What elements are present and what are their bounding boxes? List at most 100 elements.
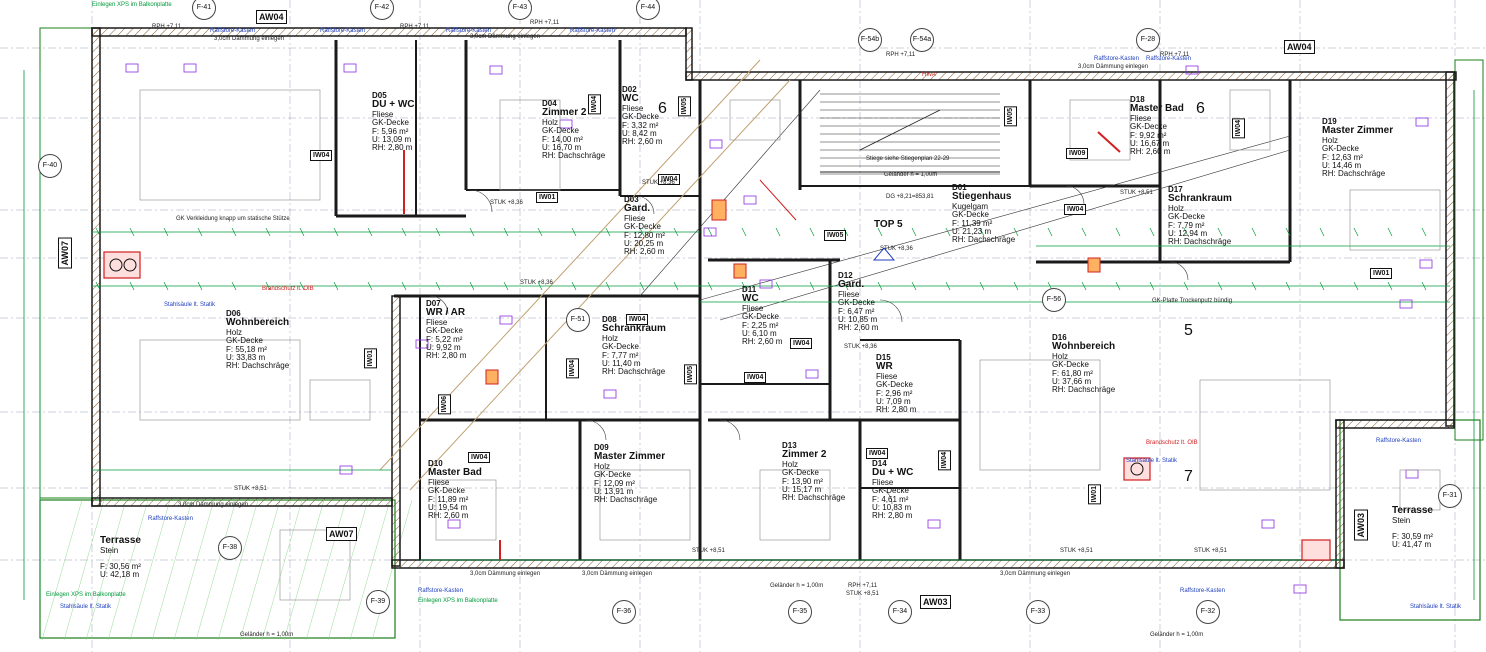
symbol-box-17 xyxy=(1405,469,1419,479)
symbol-box-19 xyxy=(1261,519,1275,529)
dimension-tick xyxy=(95,227,101,237)
dimension-tick xyxy=(95,281,101,291)
furniture-outline-6 xyxy=(979,359,1101,471)
insulation-note-4: 3,0cm Dämmung einlegen xyxy=(178,502,249,508)
terrace-paving-line xyxy=(327,499,369,641)
raffstore-note-1: Raffstore-Kasten xyxy=(210,28,255,34)
symbol-box-22 xyxy=(339,465,353,475)
wall-tag-iw06: IW06 xyxy=(438,394,451,415)
dimension-tick xyxy=(911,227,917,237)
axis-bubble-f43: F-43 xyxy=(508,0,532,20)
dimension-tick xyxy=(1353,227,1359,237)
ext-wall-east xyxy=(1445,71,1455,427)
wall-tag-iw05-b: IW05 xyxy=(824,230,847,241)
dimension-tick xyxy=(1081,281,1087,291)
symbol-box-8 xyxy=(1185,65,1199,75)
dimension-tick xyxy=(809,281,815,291)
dimension-tick xyxy=(571,281,577,291)
wall-tag-aw04-left: AW04 xyxy=(256,10,287,24)
dimension-tick xyxy=(1115,227,1121,237)
stuk-note-5: STUK +8,36 xyxy=(844,344,877,350)
dimension-tick xyxy=(1217,227,1223,237)
terrace-paving-line xyxy=(217,499,259,641)
symbol-box-15 xyxy=(805,369,819,379)
dimension-tick xyxy=(537,227,543,237)
wall-tag-iw04-c: IW04 xyxy=(658,174,681,185)
railing-note-stair: Geländer h = 1,00m xyxy=(884,172,938,178)
wall-tag-iw04-k: IW04 xyxy=(866,448,889,459)
wall-tag-iw04-i: IW04 xyxy=(790,338,813,349)
railing-note-bottom-2: Geländer h = 1,00m xyxy=(770,583,824,589)
raffstore-note-5: Raffstore-Kasten xyxy=(1094,56,1139,62)
dimension-tick xyxy=(775,281,781,291)
dimension-tick xyxy=(571,227,577,237)
insulation-note-5: 3,0cm Dämmung einlegen xyxy=(582,571,653,577)
stair-arrow xyxy=(859,109,941,151)
raffstore-note-6: Raffstore-Kasten xyxy=(1146,56,1191,62)
raffstore-note-3: Raffstore-Kasten xyxy=(446,28,491,34)
door-swing-3 xyxy=(585,419,607,441)
dimension-tick xyxy=(1387,227,1393,237)
terrace-paving-line xyxy=(151,499,193,641)
red-marker-2 xyxy=(1097,131,1121,153)
hwa-note: HWA xyxy=(922,72,936,78)
furniture-outline-13 xyxy=(1069,99,1131,161)
terrace-paving-line xyxy=(239,499,281,641)
stuk-note-6: STUK +8,51 xyxy=(1120,190,1153,196)
dimension-tick xyxy=(1217,281,1223,291)
symbol-box-14 xyxy=(759,279,773,289)
door-swing-6 xyxy=(1065,185,1085,205)
dimension-tick xyxy=(911,281,917,291)
steel-column-note-3: Stahlsäule lt. Statik xyxy=(60,604,112,610)
axis-bubble-f42: F-42 xyxy=(370,0,394,20)
stuk-note-4: STUK +8,36 xyxy=(880,246,913,252)
ext-wall-east-step xyxy=(1335,419,1455,429)
symbol-box-11 xyxy=(415,339,429,349)
axis-bubble-f39: F-39 xyxy=(366,590,390,614)
raffstore-note-9: Raffstore-Kasten xyxy=(1180,588,1225,594)
dimension-tick xyxy=(979,281,985,291)
wall-tag-aw04-right: AW04 xyxy=(1284,40,1315,54)
wall-tag-iw04-g: IW04 xyxy=(566,358,579,379)
unit-label-top5: TOP 5 xyxy=(874,219,903,230)
dimension-tick xyxy=(129,227,135,237)
shaft-core-4 xyxy=(485,369,499,385)
axis-bubble-f31: F-31 xyxy=(1438,484,1462,508)
axis-bubble-f32: F-32 xyxy=(1196,600,1220,624)
rph-note-5: RPH +7,11 xyxy=(1160,52,1190,58)
roof-hip-line-2 xyxy=(409,79,791,491)
symbol-box-9 xyxy=(1415,117,1429,127)
furniture-outline-9 xyxy=(435,479,497,541)
dimension-tick xyxy=(1149,281,1155,291)
level-note: DG +8,21=853,81 xyxy=(886,194,934,200)
dimension-tick xyxy=(1353,281,1359,291)
dimension-tick xyxy=(605,281,611,291)
wall-tag-iw05: IW05 xyxy=(678,96,691,117)
dimension-tick xyxy=(299,227,305,237)
axis-bubble-f54a: F-54a xyxy=(910,28,934,52)
dimension-tick xyxy=(129,281,135,291)
wall-tag-iw01-c: IW01 xyxy=(364,348,377,369)
wall-tag-aw07-bottom: AW07 xyxy=(326,527,357,541)
dimension-tick xyxy=(1081,227,1087,237)
dimension-tick xyxy=(299,281,305,291)
axis-bubble-f56: F-56 xyxy=(1042,288,1066,312)
axis-bubble-f28: F-28 xyxy=(1136,28,1160,52)
dimension-tick xyxy=(673,281,679,291)
dimension-tick xyxy=(707,281,713,291)
dimension-tick xyxy=(877,227,883,237)
furniture-outline-10 xyxy=(1229,89,1271,151)
terrace-west-outline xyxy=(39,499,396,639)
furniture-outline-14 xyxy=(729,99,781,141)
xps-note-3: Einlegen XPS im Balkonplatte xyxy=(46,592,126,598)
stuk-note-9: STUK +8,51 xyxy=(1194,548,1227,554)
xps-note-2: Einlegen XPS im Balkonplatte xyxy=(418,598,498,604)
wall-tag-iw04-f: IW04 xyxy=(626,314,649,325)
rph-note-4: RPH +7,11 xyxy=(886,52,916,58)
